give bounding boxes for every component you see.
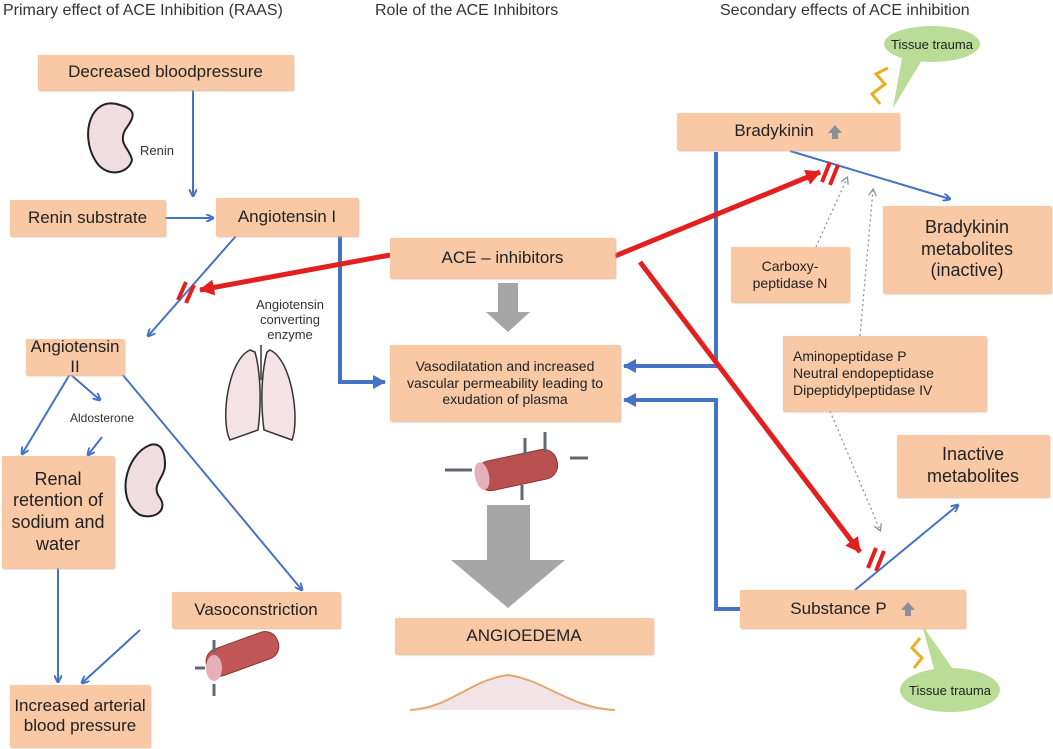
- trauma-lightning-icons: [869, 66, 925, 669]
- box-peptidases: Aminopeptidase P Neutral endopeptidase D…: [783, 336, 986, 411]
- kidney-icon-bottom: [124, 443, 167, 518]
- box-vasodilatation: Vasodilatation and increased vascular pe…: [390, 345, 620, 421]
- label-renin: Renin: [140, 143, 174, 158]
- label-ace-enzyme: Angiotensin converting enzyme: [256, 297, 324, 342]
- kidney-icon-top: [87, 102, 134, 174]
- enzyme-neutral-endopeptidase: Neutral endopeptidase: [793, 365, 934, 382]
- box-angiotensin-2: Angiotensin II: [26, 337, 124, 376]
- box-increased-bp: Increased arterial blood pressure: [10, 685, 150, 747]
- constricted-vessel-icon: [195, 631, 280, 696]
- box-ace-inhibitors: ACE – inhibitors: [390, 238, 615, 278]
- box-inactive-metabolites: Inactive metabolites: [897, 435, 1049, 497]
- bubble-tissue-trauma-bottom: Tissue trauma: [900, 668, 1000, 712]
- red-inhibition-arrows: [176, 161, 886, 572]
- dotted-enzyme-arrows: [815, 178, 880, 530]
- enzyme-dipeptidylpeptidase: Dipeptidylpeptidase IV: [793, 381, 933, 398]
- header-primary: Primary effect of ACE Inhibition (RAAS): [3, 2, 283, 19]
- gray-flow-arrows: [451, 283, 565, 608]
- header-role: Role of the ACE Inhibitors: [375, 2, 559, 19]
- header-secondary: Secondary effects of ACE inhibition: [720, 2, 970, 19]
- lungs-icon: [225, 345, 296, 441]
- speech-bubble-tails: [893, 58, 955, 672]
- box-carboxypeptidase: Carboxy-peptidase N: [731, 247, 849, 302]
- enzyme-aminopeptidase: Aminopeptidase P: [793, 348, 907, 365]
- label-aldosterone: Aldosterone: [70, 411, 135, 425]
- swelling-icon: [409, 673, 616, 711]
- box-renin-substrate: Renin substrate: [10, 200, 165, 236]
- box-bradykinin: Bradykinin: [677, 113, 899, 150]
- blue-arrows: [22, 90, 958, 683]
- box-substance-p: Substance P: [740, 590, 965, 628]
- box-angioedema: ANGIOEDEMA: [395, 618, 653, 654]
- box-renal-retention: Renal retention of sodium and water: [2, 456, 114, 568]
- box-decreased-bp: Decreased bloodpressure: [38, 55, 293, 90]
- box-angiotensin-1: Angiotensin I: [216, 198, 358, 236]
- box-bradykinin-metabolites: Bradykinin metabolites (inactive): [883, 206, 1051, 293]
- dilated-vessel-icon: [445, 432, 588, 500]
- block-marks: [176, 161, 886, 572]
- bradykinin-label: Bradykinin: [734, 121, 814, 141]
- increase-arrow-icon: [900, 602, 915, 616]
- increase-arrow-icon: [827, 124, 842, 139]
- substance-p-label: Substance P: [790, 598, 887, 618]
- box-vasoconstriction: Vasoconstriction: [172, 592, 340, 628]
- bubble-tissue-trauma-top: Tissue trauma: [884, 26, 980, 62]
